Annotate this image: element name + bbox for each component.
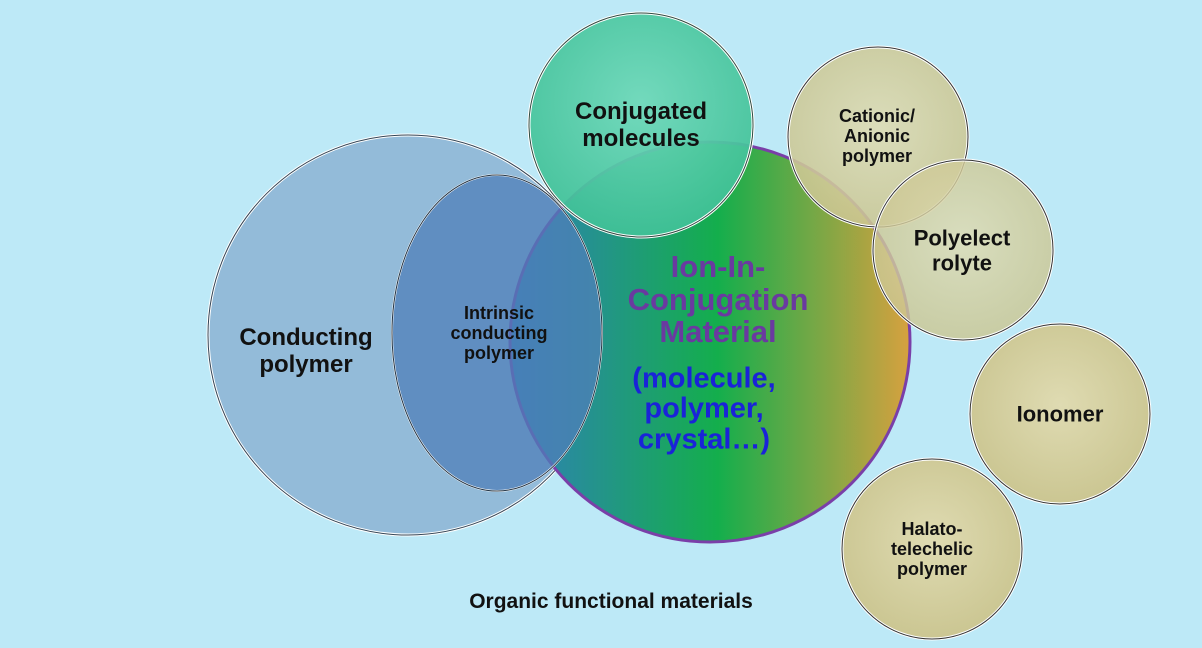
conducting-polymer-label: Conducting polymer [239, 324, 373, 378]
cationic-anionic-label: Cationic/ Anionic polymer [838, 105, 916, 167]
conjugated-molecules-label: Conjugated molecules [575, 98, 707, 152]
halato-telechelic-label: Halato- telechelic polymer [890, 518, 974, 580]
polyelectrolyte-label: Polyelect rolyte [913, 225, 1011, 275]
intrinsic-conducting-polymer-label: Intrinsic conducting polymer [450, 302, 548, 364]
ionomer-label: Ionomer [1016, 401, 1104, 427]
ion-in-conjugation-title: Ion-In- Conjugation Material [627, 249, 809, 350]
ion-in-conjugation-subtitle: (molecule, polymer, crystal…) [632, 362, 776, 456]
diagram-caption: Organic functional materials [469, 590, 753, 614]
